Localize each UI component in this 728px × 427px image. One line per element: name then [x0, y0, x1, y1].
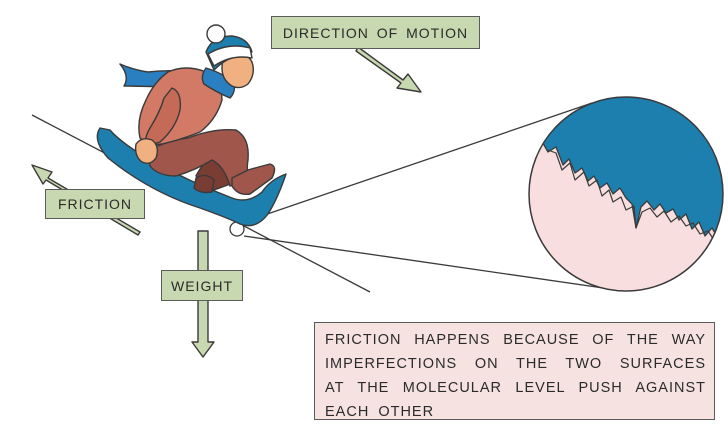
motion-arrow — [355, 46, 422, 93]
hat-band — [207, 45, 253, 67]
mitten — [134, 137, 159, 165]
front-boot — [231, 163, 276, 196]
sled — [96, 127, 287, 227]
magnified-surface-view — [528, 96, 724, 292]
hat-pompom — [206, 24, 226, 44]
explanation-line: AT THE MOLECULAR LEVEL PUSH AGAINST — [325, 380, 706, 396]
sled-surface-blue — [529, 97, 723, 247]
direction-of-motion-label: DIRECTION OF MOTION — [271, 16, 480, 49]
explanation-line: IMPERFECTIONS ON THE TWO SURFACES — [325, 356, 706, 372]
explanation-line: FRICTION HAPPENS BECAUSE OF THE WAY — [325, 332, 706, 348]
lower-boot — [193, 174, 215, 194]
explanation-line: EACH OTHER — [325, 404, 435, 420]
child-on-sled — [96, 24, 287, 227]
snow-jagged-edge — [547, 149, 715, 241]
zoom-line-bottom — [243, 235, 625, 292]
zoom-line-top — [243, 102, 593, 223]
weight-label: WEIGHT — [161, 270, 243, 301]
friction-explanation-box: FRICTION HAPPENS BECAUSE OF THE WAY IMPE… — [314, 322, 715, 420]
friction-label: FRICTION — [45, 189, 145, 219]
face — [221, 52, 255, 89]
